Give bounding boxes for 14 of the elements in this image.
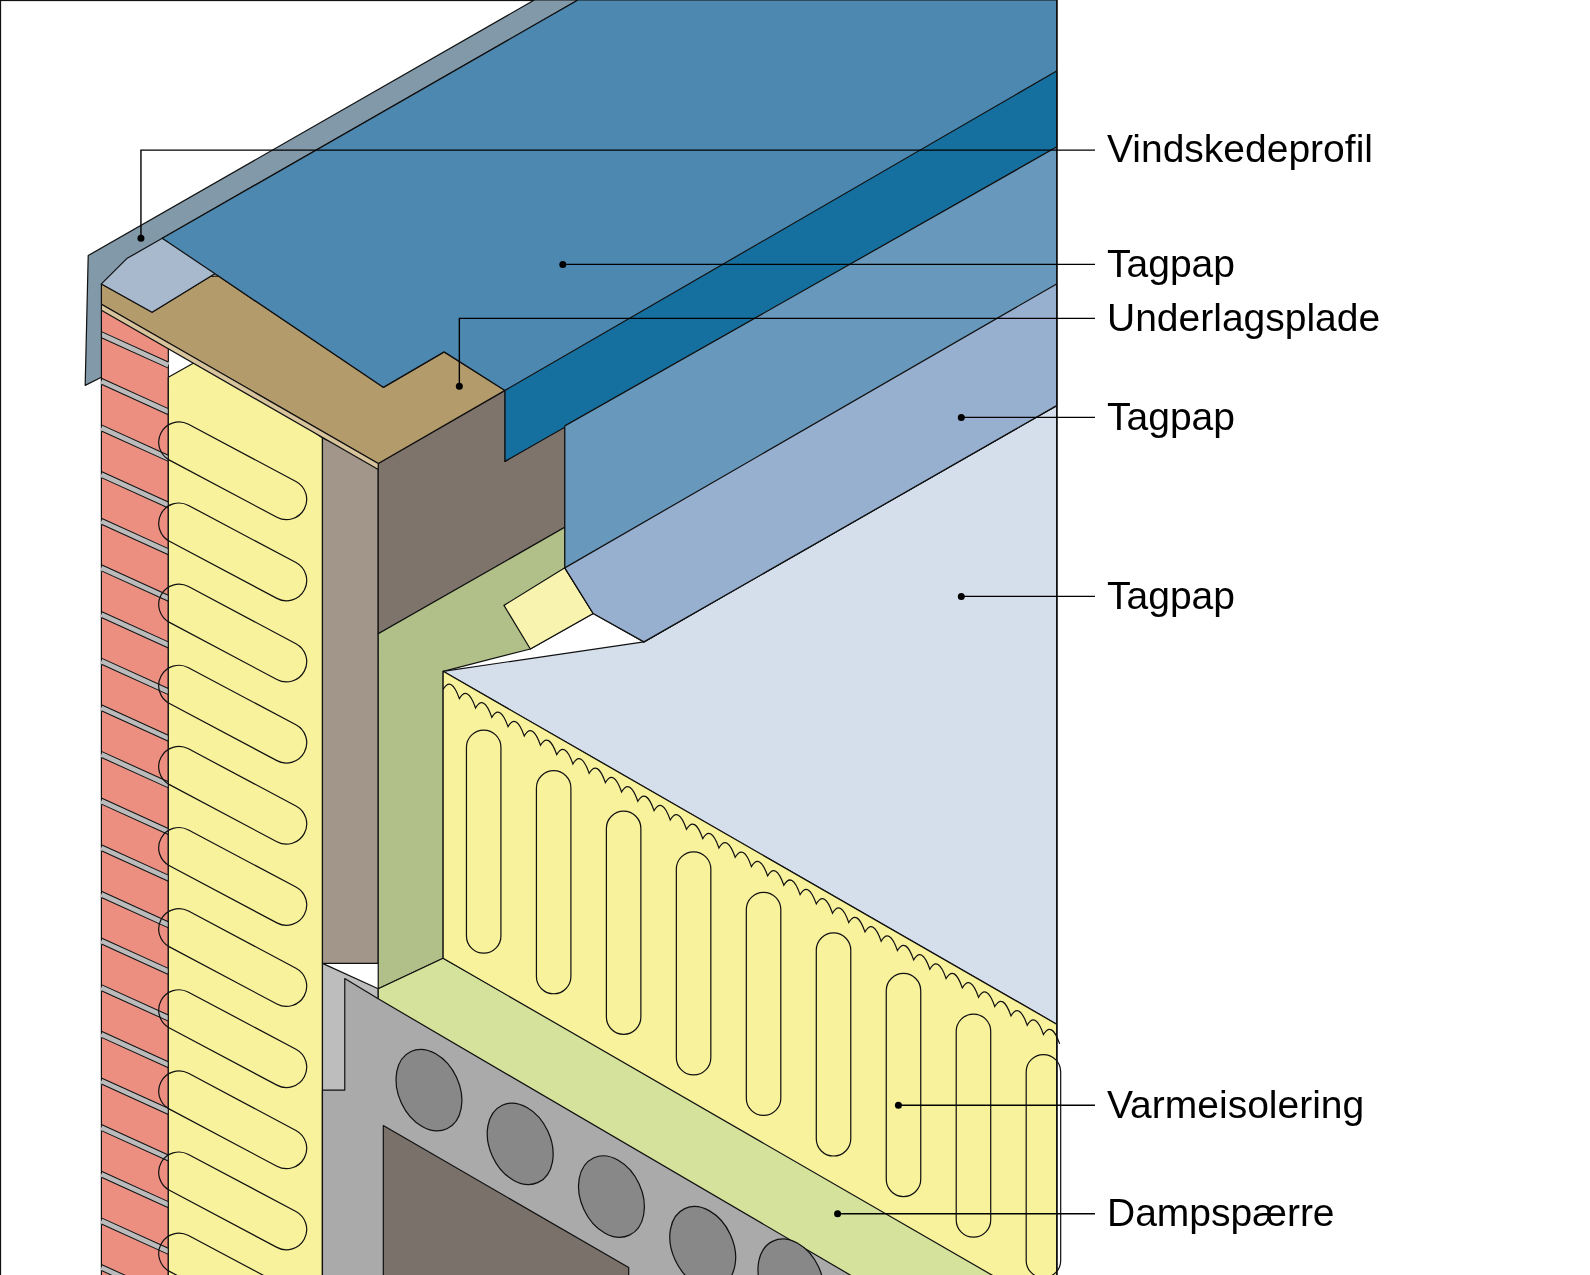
part-label: Tagpap [1107, 574, 1235, 617]
leader-line [957, 413, 1096, 421]
part-label: Tagpap [1107, 395, 1235, 438]
part-label: Dampspærre [1107, 1191, 1335, 1234]
leader-line [957, 592, 1096, 600]
leader-line [834, 1210, 1096, 1218]
leader-line [559, 260, 1096, 268]
part-label: Tagpap [1107, 242, 1235, 285]
part-label: Varmeisolering [1107, 1083, 1365, 1126]
leader-line [137, 149, 1096, 242]
part-label: Vindskedeprofil [1107, 127, 1373, 170]
leader-line [455, 317, 1096, 390]
part-label: Underlagsplade [1107, 296, 1381, 339]
leader-line [894, 1101, 1096, 1109]
